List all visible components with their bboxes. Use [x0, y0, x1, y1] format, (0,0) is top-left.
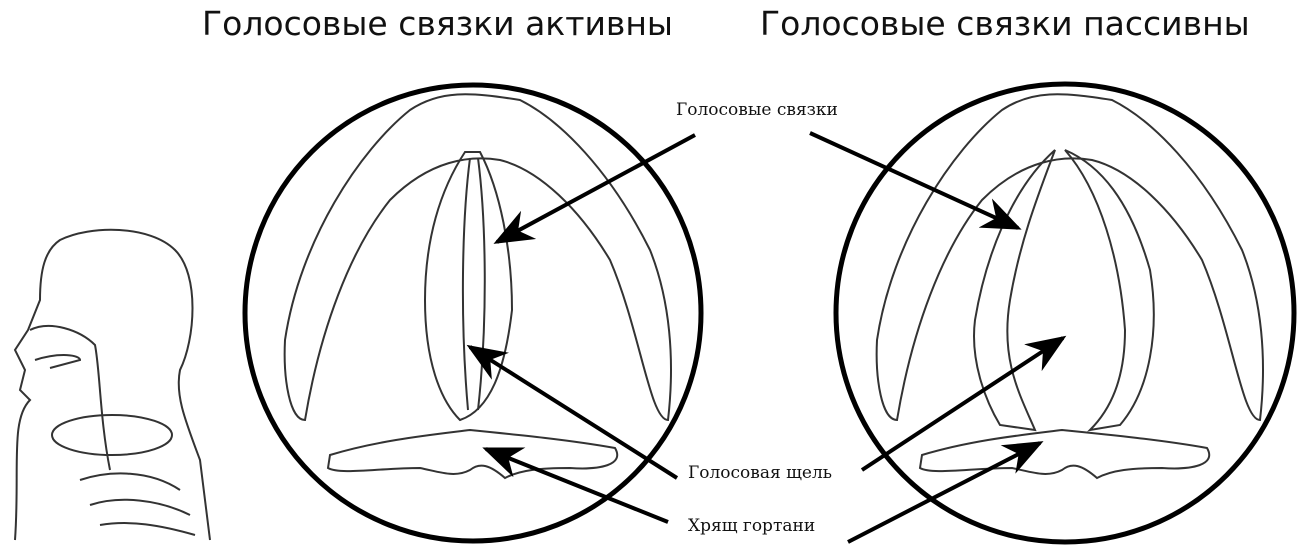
title-passive: Голосовые связки пассивны — [760, 4, 1250, 43]
head-silhouette — [13, 228, 211, 541]
pointer-arrows — [466, 131, 1067, 544]
label-cartilage: Хрящ гортани — [688, 516, 816, 536]
arrow-glottis-active — [466, 344, 679, 480]
larynx-active — [242, 82, 704, 544]
larynx-passive — [833, 81, 1297, 545]
label-vocal-cords: Голосовые связки — [676, 100, 838, 120]
arrow-cartilage-active — [482, 447, 669, 524]
label-glottis: Голосовая щель — [688, 463, 833, 483]
arrow-vocal-cords-active — [493, 133, 696, 244]
title-active: Голосовые связки активны — [202, 4, 673, 43]
arrow-vocal-cords-passive — [809, 131, 1022, 230]
arrow-glottis-passive — [860, 335, 1067, 472]
arrow-cartilage-passive — [847, 441, 1044, 544]
